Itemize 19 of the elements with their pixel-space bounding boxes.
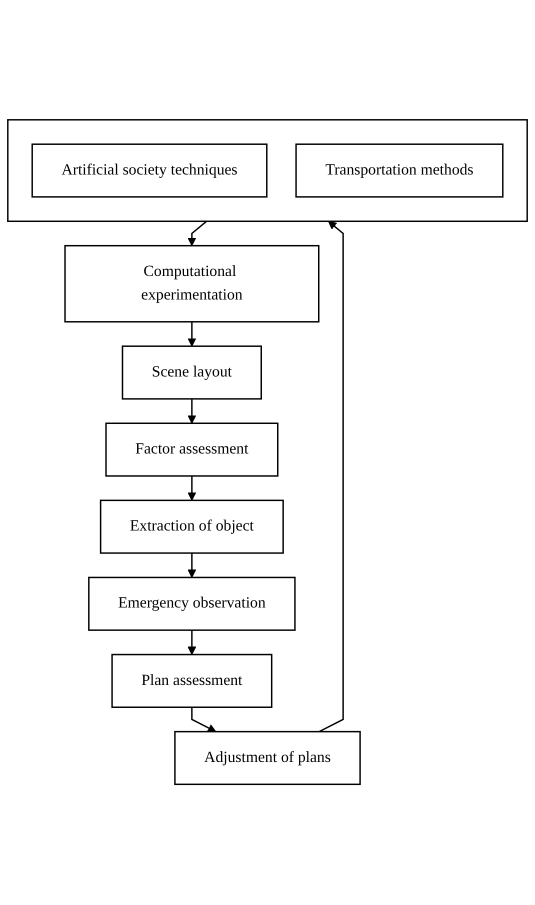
arrow [188,399,196,424]
node-box [31,144,268,198]
arrow [318,221,344,733]
arrow [188,221,207,246]
arrow [191,708,216,732]
arrow [188,322,196,347]
flowchart: Artificial society techniques Transportation methods Computational experimentation Scene layout Factor assessment Extraction of object Emergency observation Plan assessment Adjustment of plans [0,112,535,793]
arrow [188,630,196,656]
arrow [188,554,196,578]
arrow [188,476,196,502]
node-box [105,422,278,478]
node-box [295,144,504,198]
node-box [88,577,296,632]
node-box [111,654,272,708]
node-box [122,346,262,400]
node-box [100,500,284,554]
node-box [174,731,361,786]
node-box [64,245,320,323]
cluster [7,120,528,222]
